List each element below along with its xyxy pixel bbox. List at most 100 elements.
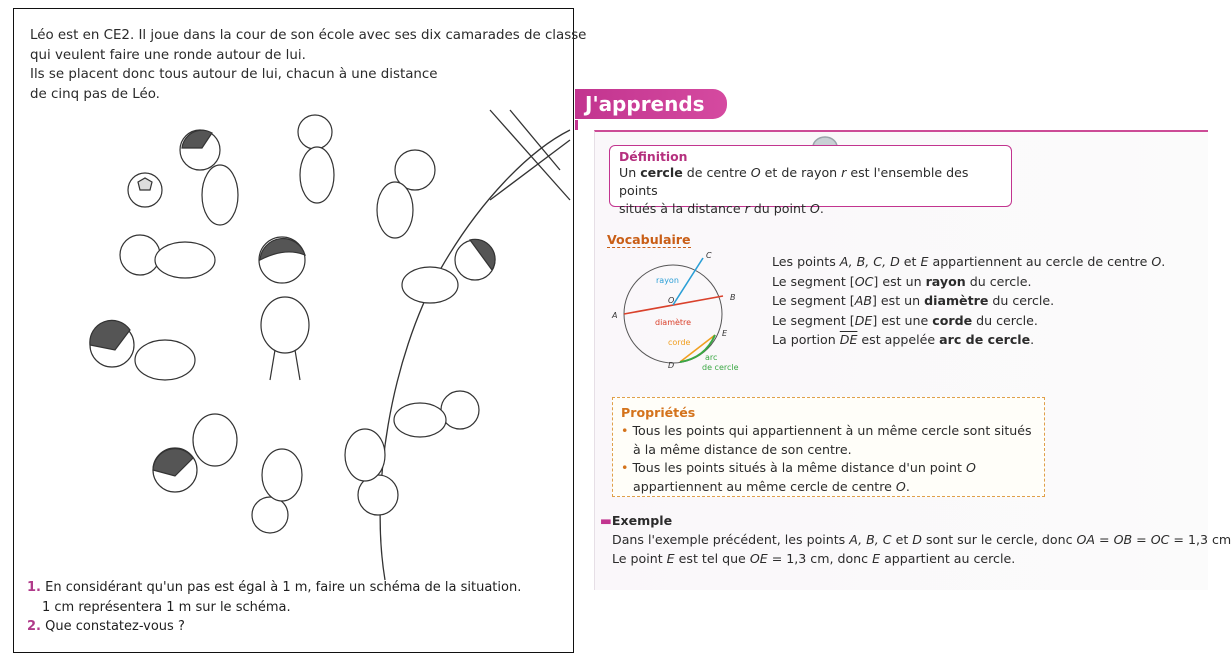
- ex-text: Le point: [612, 551, 667, 566]
- property-2-line-1: • Tous les points situés à la même dista…: [621, 459, 1036, 477]
- ex-var: A, B, C: [849, 532, 892, 547]
- properties-box: Propriétés • Tous les points qui apparti…: [612, 397, 1045, 497]
- vocab-bold: diamètre: [924, 293, 989, 309]
- vocab-text: appartiennent au cercle de centre: [928, 254, 1152, 269]
- property-2-line-2: appartiennent au même cercle de centre O…: [621, 478, 1036, 496]
- vocab-text: Le segment [: [772, 293, 855, 309]
- vocabulary-title: Vocabulaire: [607, 232, 691, 248]
- child-bottom-right: [344, 428, 399, 516]
- question-1: 1. En considérant qu'un pas est égal à 1…: [27, 578, 521, 598]
- vocab-line-4: Le segment [DE] est une corde du cercle.: [772, 311, 1165, 331]
- ex-var: E: [872, 551, 881, 566]
- exercise-frame: [13, 8, 574, 653]
- vocab-var: O: [1151, 254, 1162, 269]
- definition-line-2: situés à la distance r du point O.: [619, 200, 1002, 218]
- bullet-icon: •: [621, 460, 629, 476]
- ball-icon: [127, 172, 163, 208]
- label-c: C: [706, 251, 712, 260]
- vocab-text: du cercle.: [965, 273, 1032, 289]
- properties-title: Propriétés: [621, 405, 696, 420]
- vocabulary-text: Les points A, B, C, D et E appartiennent…: [772, 252, 1165, 350]
- child-left-upper: [119, 234, 216, 279]
- property-1-line-1: • Tous les points qui appartiennent à un…: [621, 422, 1036, 440]
- example-title-text: Exemple: [611, 513, 673, 528]
- vocab-text: .: [1161, 254, 1166, 269]
- def-var-o: O: [809, 201, 820, 216]
- vocab-text: ] est un: [873, 273, 926, 289]
- chord-line: [679, 334, 716, 363]
- prop-var: O: [965, 460, 976, 476]
- prop-text: Tous les points situés à la même distanc…: [632, 460, 966, 476]
- circle-diagram: C B A O E D rayon diamètre corde arc de …: [611, 251, 739, 372]
- label-rayon: rayon: [656, 276, 679, 285]
- ground-line-1: [489, 109, 571, 201]
- label-b: B: [730, 293, 736, 302]
- child-right-lower: [393, 390, 480, 438]
- question-2-text: Que constatez-vous ?: [45, 619, 185, 634]
- question-1-text: En considérant qu'un pas est égal à 1 m,…: [45, 580, 522, 595]
- child-top: [297, 114, 335, 204]
- vocab-line-3: Le segment [AB] est un diamètre du cercl…: [772, 291, 1165, 311]
- badge-stem: [575, 120, 578, 130]
- vocab-text: Le segment [: [772, 273, 855, 289]
- prop-var: O: [895, 478, 906, 494]
- japprends-badge: J'apprends: [575, 89, 727, 119]
- def-text: Un: [619, 165, 641, 180]
- child-right-upper: [401, 238, 496, 304]
- vocab-var: DE: [839, 332, 858, 348]
- example-text: Dans l'exemple précédent, les points A, …: [612, 530, 1231, 568]
- def-var-r: r: [744, 201, 750, 216]
- vocab-line-5: La portion DE est appelée arc de cercle.: [772, 330, 1165, 350]
- child-top-left: [179, 129, 239, 226]
- vocab-text: du cercle.: [988, 293, 1055, 309]
- prop-text: .: [905, 478, 910, 494]
- vocab-text: et: [899, 254, 921, 269]
- question-1-number: 1.: [27, 580, 41, 595]
- ex-var: OE: [749, 551, 768, 566]
- question-1-line-2: 1 cm représentera 1 m sur le schéma.: [42, 599, 291, 615]
- def-bold-cercle: cercle: [640, 165, 683, 180]
- intro-line-3: Ils se placent donc tous autour de lui, …: [30, 67, 438, 82]
- question-2-number: 2.: [27, 619, 41, 634]
- ex-text: = 1,3 cm: [1169, 532, 1231, 547]
- def-text: situés à la distance: [619, 201, 745, 216]
- vocab-var: E: [920, 254, 929, 269]
- label-de-cercle: de cercle: [702, 363, 739, 372]
- vocab-text: Les points: [772, 254, 840, 269]
- intro-line-2: qui veulent faire une ronde autour de lu…: [30, 47, 306, 63]
- ex-text: sont sur le cercle, donc: [921, 532, 1077, 547]
- label-e: E: [722, 329, 728, 338]
- def-var-o: O: [750, 165, 761, 180]
- def-text: et de rayon: [760, 165, 842, 180]
- vocab-text: .: [1030, 332, 1035, 348]
- arc-line: [679, 334, 716, 363]
- label-d: D: [668, 361, 674, 370]
- def-text: est l'ensemble des points: [619, 165, 969, 198]
- child-bottom-left: [152, 413, 238, 493]
- vocab-text: ] est un: [871, 293, 925, 309]
- example-title: ▬Exemple: [600, 513, 672, 528]
- vocab-line-2: Le segment [OC] est un rayon du cercle.: [772, 272, 1165, 292]
- ground-line-2: [489, 139, 571, 201]
- def-text: de centre: [682, 165, 751, 180]
- def-text: .: [819, 201, 824, 216]
- ex-text: et: [891, 532, 913, 547]
- radius-line: [672, 257, 704, 306]
- vocab-text: La portion: [772, 332, 840, 348]
- vocab-var: OC: [854, 273, 874, 289]
- ground-line-3: [509, 109, 561, 171]
- label-o: O: [668, 296, 674, 305]
- ex-var: E: [666, 551, 675, 566]
- intro-line-4: de cinq pas de Léo.: [30, 86, 160, 102]
- children-circle-illustration: [89, 109, 571, 581]
- vocab-line-1: Les points A, B, C, D et E appartiennent…: [772, 252, 1165, 272]
- vocab-var: AB: [854, 293, 872, 309]
- label-a: A: [611, 311, 617, 320]
- prop-text: appartiennent au même cercle de centre: [633, 478, 896, 494]
- prop-text: Tous les points qui appartiennent à un m…: [632, 423, 1032, 439]
- vocab-text: du cercle.: [972, 312, 1038, 328]
- definition-box: Définition Un cercle de centre O et de r…: [609, 145, 1012, 216]
- vocab-text: Le segment [: [772, 312, 855, 328]
- vocab-text: est appelée: [857, 332, 940, 348]
- exercise-intro: Léo est en CE2. Il joue dans la cour de …: [30, 26, 586, 104]
